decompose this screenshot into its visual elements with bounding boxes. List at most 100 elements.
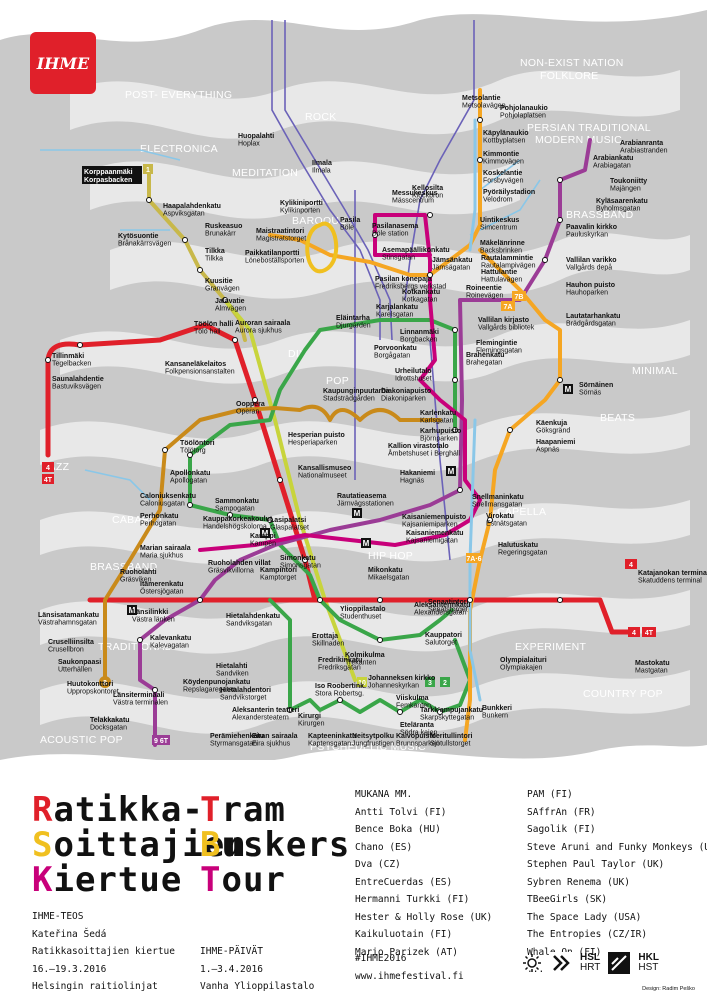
- svg-text:M: M: [448, 467, 455, 476]
- svg-text:M: M: [565, 385, 572, 394]
- railway-lines: [271, 20, 475, 561]
- genre-label: MINIMAL: [632, 365, 678, 377]
- performers-heading: MUKANA MM.: [355, 789, 413, 800]
- svg-text:10: 10: [358, 680, 366, 687]
- side-lines: [40, 149, 541, 501]
- genre-label: BAROQUE: [292, 215, 347, 227]
- hsl-arrow-icon: [550, 952, 572, 974]
- logo-text: IHME: [36, 54, 90, 73]
- performer: Hermanni Turkki (FI): [355, 894, 470, 905]
- performers-col-2: PAM (FI) SAffrAn (FR) Sagolik (FI) Steve…: [527, 786, 707, 979]
- genre-label: HIP HOP: [368, 550, 413, 562]
- svg-text:3: 3: [428, 680, 432, 687]
- stop-markers: [45, 117, 563, 715]
- genre-label: BRASSBAND: [566, 209, 634, 221]
- svg-text:M: M: [129, 606, 136, 615]
- performer: EntreCuerdas (ES): [355, 876, 453, 888]
- svg-text:8: 8: [103, 680, 107, 687]
- info-line: Helsingin raitiolinjat: [32, 981, 158, 992]
- stop-name-fi: Korppaanmäki: [84, 169, 133, 176]
- svg-text:4T: 4T: [44, 477, 53, 484]
- info-line: IHME-TEOS: [32, 911, 84, 922]
- genre-label: COUNTRY POP: [583, 688, 663, 700]
- performer: Steve Aruni and Funky Monkeys (UK): [527, 841, 707, 853]
- svg-text:7A: 7A: [504, 304, 513, 311]
- svg-text:4T: 4T: [645, 630, 654, 637]
- performer: Antti Tolvi (FI): [355, 806, 447, 818]
- genre-label: BEATS: [600, 412, 635, 424]
- genre-label: POST- EVERYTHING: [125, 89, 232, 101]
- svg-text:7A·6: 7A·6: [466, 556, 481, 563]
- website-link[interactable]: www.ihmefestival.fi: [355, 970, 464, 982]
- performer: Sagolik (FI): [527, 824, 596, 835]
- sun-icon: [523, 954, 541, 972]
- design-credit: Design: Radim Peško: [642, 986, 695, 992]
- tram-lines: [45, 88, 633, 747]
- info-line: Kateřina Šedá: [32, 928, 107, 940]
- genre-label: MODERN MUSIC: [535, 134, 622, 146]
- svg-text:2: 2: [443, 680, 447, 687]
- info-line: Vanha Ylioppilastalo: [200, 981, 315, 992]
